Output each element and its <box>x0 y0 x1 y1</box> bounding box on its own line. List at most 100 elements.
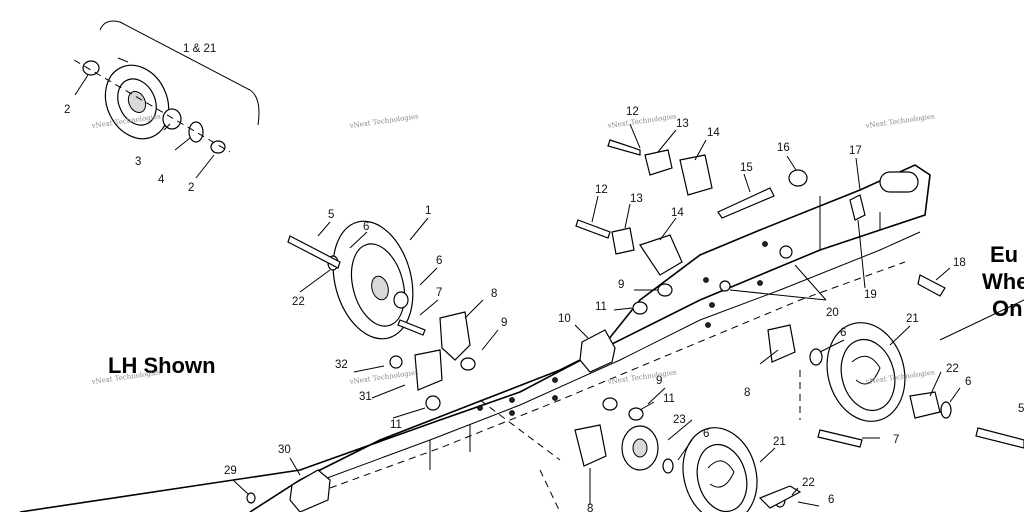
nut-11 <box>425 395 441 411</box>
group-callout: 1 & 21 <box>183 43 216 55</box>
slide-14-b <box>639 234 683 276</box>
callout-12: 12 <box>626 106 639 118</box>
callout-10: 10 <box>558 313 571 325</box>
callout-31: 31 <box>359 391 372 403</box>
bolt-7-b <box>817 429 863 448</box>
callout-14-b: 14 <box>671 207 684 219</box>
bracket-8-c <box>767 324 796 363</box>
callout-6-f: 6 <box>703 428 709 440</box>
watermark: vNext Technologies <box>606 112 677 130</box>
callout-2-b: 2 <box>188 182 194 194</box>
axle-guide-line <box>479 399 561 461</box>
callout-13-b: 13 <box>630 193 643 205</box>
callout-7: 7 <box>436 287 442 299</box>
axle-guide-line <box>539 469 561 512</box>
spacer-13 <box>644 149 673 176</box>
callout-23: 23 <box>673 414 686 426</box>
washer-6 <box>393 291 409 309</box>
block-30 <box>289 469 331 512</box>
callout-2: 2 <box>64 104 70 116</box>
callout-12-b: 12 <box>595 184 608 196</box>
callout-14: 14 <box>707 127 720 139</box>
callout-4: 4 <box>158 174 165 186</box>
callout-20: 20 <box>826 307 839 319</box>
callout-22-b: 22 <box>946 363 959 375</box>
callout-6-b: 6 <box>436 255 442 267</box>
callout-11-b: 11 <box>595 301 607 313</box>
plate-31 <box>414 349 443 391</box>
callout-9-c: 9 <box>656 375 662 387</box>
nut-9-b <box>657 283 673 297</box>
washer-6-c <box>809 348 823 366</box>
callout-18: 18 <box>953 257 966 269</box>
watermark: vNext Technologies <box>606 368 677 386</box>
bracket-8 <box>439 311 471 361</box>
spacer-22-b <box>758 485 802 509</box>
leader-line <box>939 299 1024 341</box>
lower-wheel-21 <box>682 427 758 512</box>
note-line-1: Eu <box>990 242 1018 267</box>
watermark: vNext Technologies <box>864 112 935 130</box>
note-line-2: Whe <box>982 269 1024 294</box>
bolt-2 <box>82 60 100 76</box>
bolt-15 <box>717 187 775 219</box>
washer-6-d <box>940 401 952 419</box>
callout-17: 17 <box>849 145 862 157</box>
rear-wheel-21 <box>826 322 906 422</box>
nut-11-b <box>632 301 648 315</box>
bolt-7 <box>397 319 426 336</box>
callout-1: 1 <box>425 205 431 217</box>
nut-11-c <box>628 407 644 421</box>
callout-30: 30 <box>278 444 291 456</box>
bolt-2-b <box>210 140 226 154</box>
bearing-3 <box>162 108 182 130</box>
callout-11-c: 11 <box>663 393 675 405</box>
callout-19: 19 <box>864 289 877 301</box>
group-bracket <box>99 20 260 126</box>
clip-29 <box>246 492 256 504</box>
block-10 <box>579 329 616 373</box>
bracket-8-d <box>574 424 607 467</box>
spacer-22 <box>909 391 941 419</box>
callout-9-b: 9 <box>618 279 624 291</box>
callout-6-e: 6 <box>828 494 834 506</box>
bolt-5-b <box>975 427 1024 449</box>
main-rail <box>19 164 931 512</box>
callout-21-b: 21 <box>773 436 786 448</box>
callout-16: 16 <box>777 142 790 154</box>
spacer-13-b <box>611 227 635 255</box>
callout-21: 21 <box>906 313 919 325</box>
callout-8: 8 <box>491 288 497 300</box>
rail-slot <box>879 171 919 193</box>
nut-9-c <box>602 397 618 411</box>
washer-6-e <box>662 458 674 474</box>
bolt-5 <box>287 235 341 269</box>
callout-13: 13 <box>676 118 689 130</box>
nut-32 <box>389 355 403 369</box>
callout-5: 5 <box>328 209 334 221</box>
slide-14 <box>679 154 713 196</box>
callout-6-c: 6 <box>840 327 846 339</box>
callout-3: 3 <box>135 156 141 168</box>
nut-20 <box>779 245 793 259</box>
clip-19 <box>849 194 866 221</box>
nut-9 <box>460 357 476 371</box>
callout-8-c: 8 <box>587 503 593 512</box>
callout-9: 9 <box>501 317 507 329</box>
bolt-12-b <box>575 219 611 239</box>
bolt-12 <box>607 139 641 156</box>
nut-20-b <box>719 280 731 292</box>
nut-16 <box>788 169 808 187</box>
callout-8-b: 8 <box>744 387 750 399</box>
callout-6-d: 6 <box>965 376 971 388</box>
callout-22-c: 22 <box>802 477 815 489</box>
note-line-3: On <box>992 296 1023 321</box>
callout-32: 32 <box>335 359 348 371</box>
callout-15: 15 <box>740 162 753 174</box>
inset-wheel-assembly <box>73 20 260 154</box>
callout-7-b: 7 <box>893 434 899 446</box>
front-wheel-1 <box>287 220 426 340</box>
callout-6: 6 <box>363 221 369 233</box>
